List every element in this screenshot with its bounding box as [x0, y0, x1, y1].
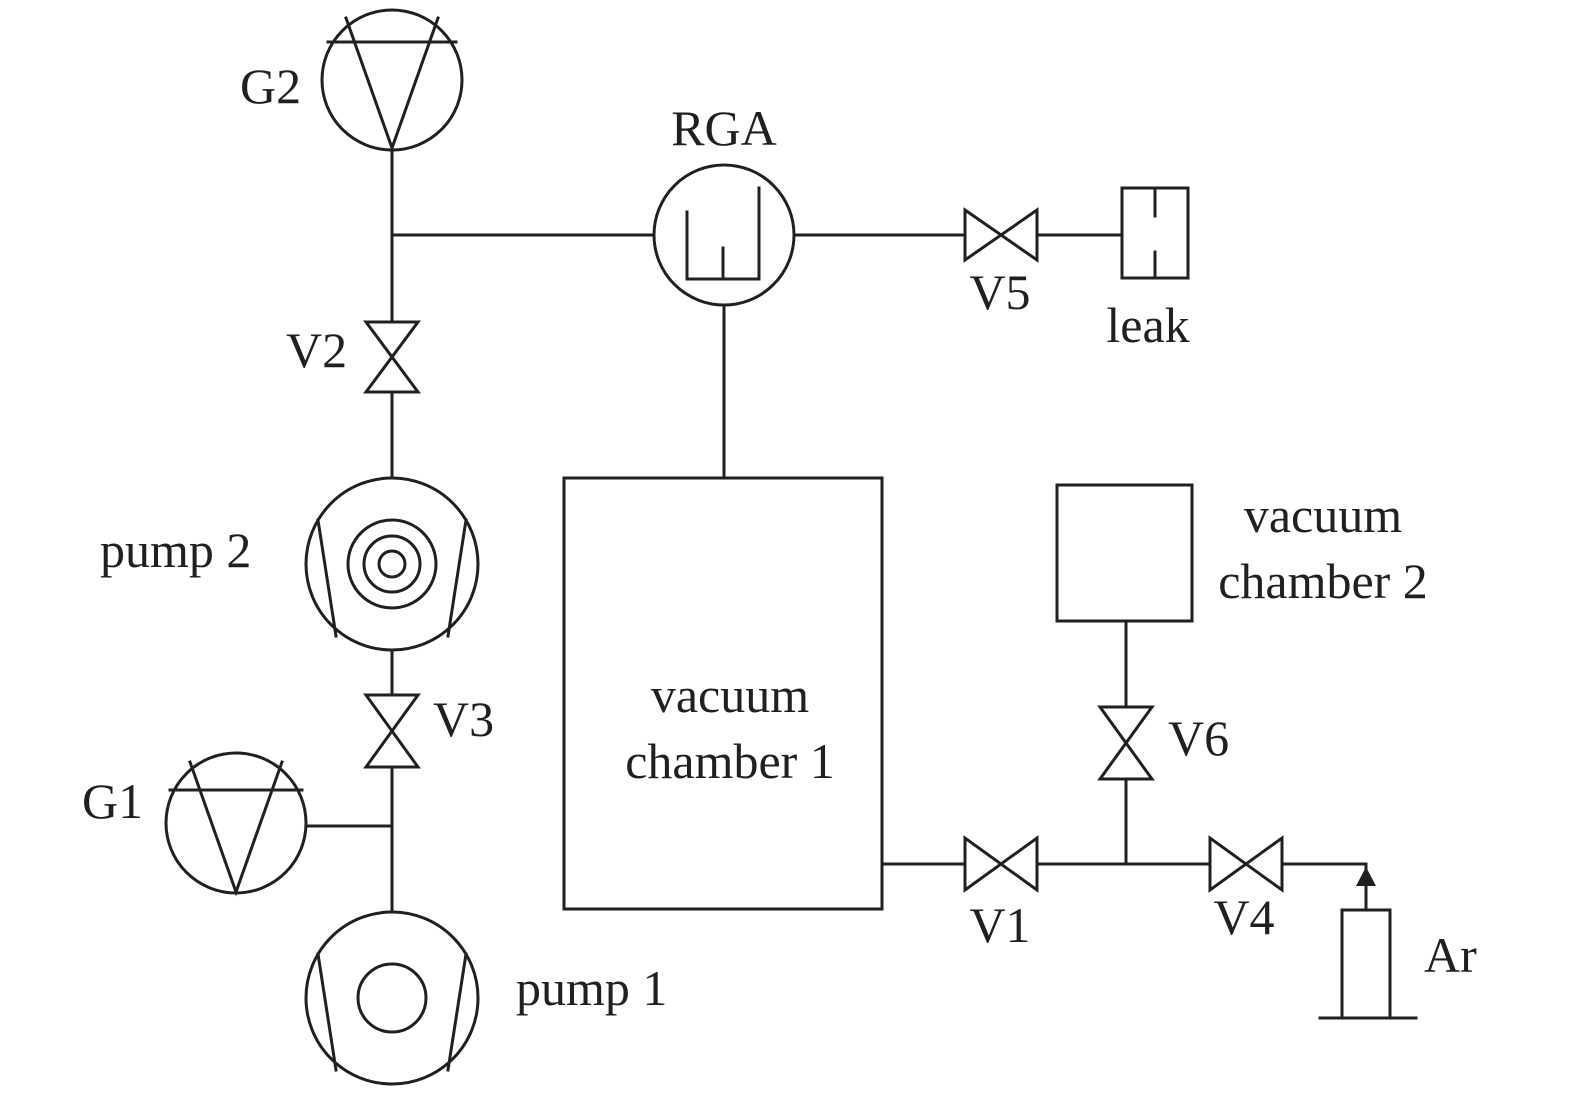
- label-v6: V6: [1168, 710, 1229, 766]
- label-ar: Ar: [1424, 927, 1477, 983]
- pump-2-body: [304, 476, 480, 652]
- label-v4: V4: [1213, 889, 1274, 945]
- pump-1-right-blade: [446, 952, 468, 1072]
- pipe-v4-to-ar: [1280, 862, 1368, 884]
- valve-v3-icon: [363, 693, 421, 769]
- label-chamber-1-line2: chamber 1: [625, 733, 835, 789]
- label-g2: G2: [240, 58, 301, 114]
- label-pump-2: pump 2: [100, 522, 251, 578]
- label-pump-1: pump 1: [516, 960, 667, 1016]
- argon-arrow-icon: [1356, 867, 1376, 886]
- pump-2-middle-ring: [362, 534, 422, 594]
- gauge-g1-v-icon: [188, 760, 284, 897]
- leak-valve: [1120, 186, 1190, 280]
- valve-v5-icon: [963, 207, 1039, 263]
- pump-1: [304, 910, 480, 1086]
- gauge-g2-v-icon: [344, 16, 440, 153]
- argon-cylinder-body: [1340, 908, 1392, 1020]
- valve-v4: [1208, 835, 1284, 893]
- label-chamber-2-line2: chamber 2: [1218, 553, 1428, 609]
- valve-v2-icon: [363, 320, 421, 394]
- gauge-g1: [164, 751, 308, 897]
- pump-2-right-blade: [446, 518, 468, 638]
- valve-v5: [963, 207, 1039, 263]
- valve-v2: [363, 320, 421, 394]
- pump-2-left-blade: [316, 518, 338, 638]
- label-v5: V5: [969, 264, 1030, 320]
- vacuum-chamber-2: [1055, 483, 1194, 623]
- rga-analyzer: [652, 163, 796, 307]
- label-chamber-2-line1: vacuum: [1244, 487, 1402, 543]
- label-v1: V1: [969, 897, 1030, 953]
- pump-2: [304, 476, 480, 652]
- valve-v1-icon: [963, 835, 1039, 893]
- gauge-g2: [320, 8, 464, 153]
- vacuum-chamber-1: [562, 476, 884, 911]
- argon-cylinder: [1318, 867, 1418, 1020]
- valve-v1: [963, 835, 1039, 893]
- pump-2-inner-ring: [377, 549, 407, 579]
- pump-1-body: [304, 910, 480, 1086]
- label-v3: V3: [433, 691, 494, 747]
- valve-v3: [363, 693, 421, 769]
- label-v2: V2: [286, 322, 347, 378]
- pump-2-outer-ring: [346, 518, 438, 610]
- gauge-g1-body: [164, 751, 308, 895]
- rga-body: [652, 163, 796, 307]
- label-g1: G1: [82, 773, 143, 829]
- pump-1-rotor: [356, 962, 428, 1034]
- valve-v4-icon: [1208, 835, 1284, 893]
- label-leak: leak: [1106, 297, 1189, 353]
- gauge-g2-body: [320, 8, 464, 152]
- label-rga: RGA: [671, 100, 777, 156]
- pump-1-left-blade: [316, 952, 338, 1072]
- valve-v6: [1097, 705, 1155, 781]
- label-chamber-1-line1: vacuum: [651, 667, 809, 723]
- valve-v6-icon: [1097, 705, 1155, 781]
